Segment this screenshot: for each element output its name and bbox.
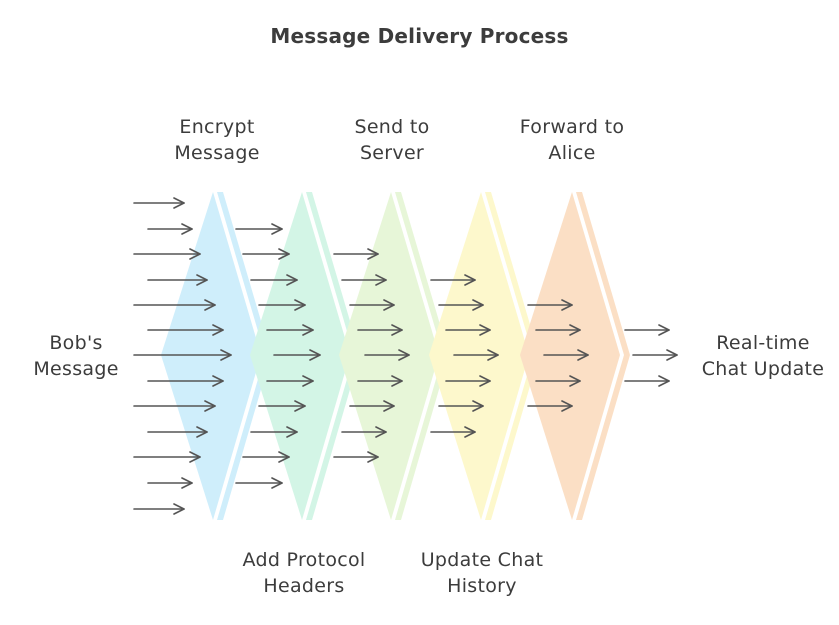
stage-shape-server — [339, 192, 449, 520]
stage-label-encrypt: Encrypt Message — [174, 116, 260, 164]
stage-shape-history — [429, 192, 539, 520]
stage-shape-protocol — [250, 192, 360, 520]
stage-label-server: Send to Server — [354, 116, 430, 164]
output-label: Real-time Chat Update — [701, 332, 825, 380]
stage-shape-forward — [520, 192, 630, 520]
diagram-title: Message Delivery Process — [270, 24, 569, 48]
stage-label-history: Update Chat History — [420, 549, 544, 597]
input-label: Bob's Message — [33, 332, 119, 380]
stage-shape-encrypt — [161, 192, 271, 520]
stage-label-protocol: Add Protocol Headers — [242, 549, 366, 597]
stage-label-forward: Forward to Alice — [519, 116, 625, 164]
